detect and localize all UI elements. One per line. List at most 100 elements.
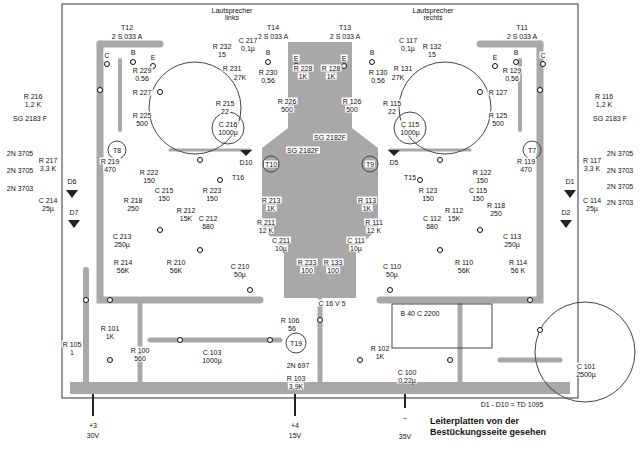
part-label: 2N 3703 — [6, 185, 34, 192]
part-label: R 101 — [100, 325, 121, 332]
part-label: B 40 C 2200 — [400, 310, 441, 317]
solder-pad — [266, 60, 271, 65]
solder-pad — [438, 248, 443, 253]
part-label: SG 2183 F — [12, 115, 48, 122]
part-label: C 215 — [154, 187, 175, 194]
part-label: 2 S 033 A — [257, 33, 289, 40]
part-label: 680 — [201, 223, 215, 230]
part-label: 0,22µ — [397, 377, 417, 384]
part-label: D6 — [67, 178, 78, 185]
copper-trace — [118, 60, 122, 130]
copper-trace — [318, 300, 323, 382]
part-label: 1K — [105, 333, 116, 340]
part-label: R 131 — [393, 65, 414, 72]
part-label: C — [103, 52, 110, 59]
diode-symbol — [240, 150, 252, 156]
copper-trace — [458, 300, 463, 382]
part-label: 1K — [266, 205, 277, 212]
part-label: R 128 — [321, 65, 342, 72]
part-label: 3,3 K — [583, 165, 601, 172]
part-label: 150 — [142, 177, 156, 184]
terminal-lead — [404, 394, 406, 408]
part-label: 150 — [157, 195, 171, 202]
part-label: R 219 — [100, 158, 121, 165]
part-label: R 223 — [202, 187, 223, 194]
part-label: 500 — [345, 106, 359, 113]
part-label: T14 — [266, 24, 280, 31]
part-label: R 110 — [454, 259, 474, 266]
component-outline — [523, 141, 541, 159]
part-label: R 113 — [357, 197, 377, 204]
board-outline — [62, 4, 578, 398]
part-label: 250µ — [113, 241, 131, 248]
part-label: 1,2 K — [24, 101, 42, 108]
part-label: C 112 — [422, 215, 442, 222]
part-label: 50µ — [233, 271, 247, 278]
ground-band — [70, 382, 570, 394]
solder-pad — [131, 60, 136, 65]
component-outline — [286, 333, 306, 353]
solder-pad — [388, 288, 393, 293]
part-label: R 133 — [323, 259, 344, 266]
part-label: R 106 — [280, 317, 301, 324]
solder-pad — [528, 298, 533, 303]
part-label: 250 — [126, 205, 140, 212]
part-label: T9 — [365, 161, 375, 168]
rectifier-outline — [392, 304, 492, 348]
solder-pad — [478, 228, 483, 233]
part-label: 2500µ — [575, 371, 597, 378]
part-label: 0,1µ — [240, 45, 256, 52]
part-label: R 231 — [222, 65, 243, 72]
part-label: 2N 697 — [286, 362, 311, 369]
part-label: C 211 — [271, 237, 291, 244]
copper-trace — [380, 44, 540, 300]
solder-pad — [268, 338, 273, 343]
part-label: D1 - D10 = TD 1095 — [480, 401, 545, 408]
part-label: R 126 — [342, 98, 363, 105]
part-label: R 230 — [258, 69, 279, 76]
part-label: R 228 — [293, 65, 314, 72]
part-label: 1000µ — [217, 129, 239, 136]
diode-symbol — [560, 220, 572, 228]
part-label: 1K — [326, 73, 337, 80]
part-label: R 103 — [286, 375, 307, 382]
part-label: C 113 — [502, 233, 522, 240]
part-label: 1,2 K — [595, 101, 613, 108]
part-label: R 127 — [488, 89, 509, 96]
part-label: 2N 3705 — [606, 183, 634, 190]
part-label: +3 — [88, 422, 98, 429]
part-label: C 216 — [218, 121, 239, 128]
part-label: R 210 — [166, 259, 187, 266]
part-label: T11 — [515, 24, 529, 31]
part-label: 27K — [233, 74, 247, 81]
part-label: R 232 — [212, 43, 233, 50]
part-label: C 16 V 5 — [317, 300, 346, 307]
part-label: 0,56 — [504, 75, 520, 82]
part-label: SG 2182F — [313, 134, 347, 141]
component-outline — [149, 62, 241, 154]
part-label: C 115 — [468, 187, 488, 194]
part-label: B — [369, 49, 376, 56]
part-label: R 233 — [297, 259, 318, 266]
part-label: R 227 — [132, 89, 153, 96]
copper-trace — [83, 270, 89, 388]
solder-pad — [198, 248, 203, 253]
part-label: 15V — [288, 432, 302, 439]
part-label: R 111 — [364, 219, 384, 226]
part-label: E — [293, 55, 300, 62]
part-label: 15 — [217, 51, 227, 58]
part-label: B — [265, 49, 272, 56]
part-label: 1K — [298, 73, 309, 80]
part-label: C 103 — [202, 349, 223, 356]
component-outline — [108, 141, 126, 159]
solder-pad — [248, 288, 253, 293]
part-label: T19 — [289, 340, 303, 347]
part-label: 12 K — [366, 227, 382, 234]
part-label: D7 — [69, 209, 80, 216]
part-label: 56K — [116, 267, 130, 274]
part-label: 150 — [475, 177, 489, 184]
part-label: R 213 — [261, 197, 282, 204]
solder-pad — [218, 178, 223, 183]
part-label: 0,56 — [134, 75, 150, 82]
part-label: 56K — [457, 267, 471, 274]
